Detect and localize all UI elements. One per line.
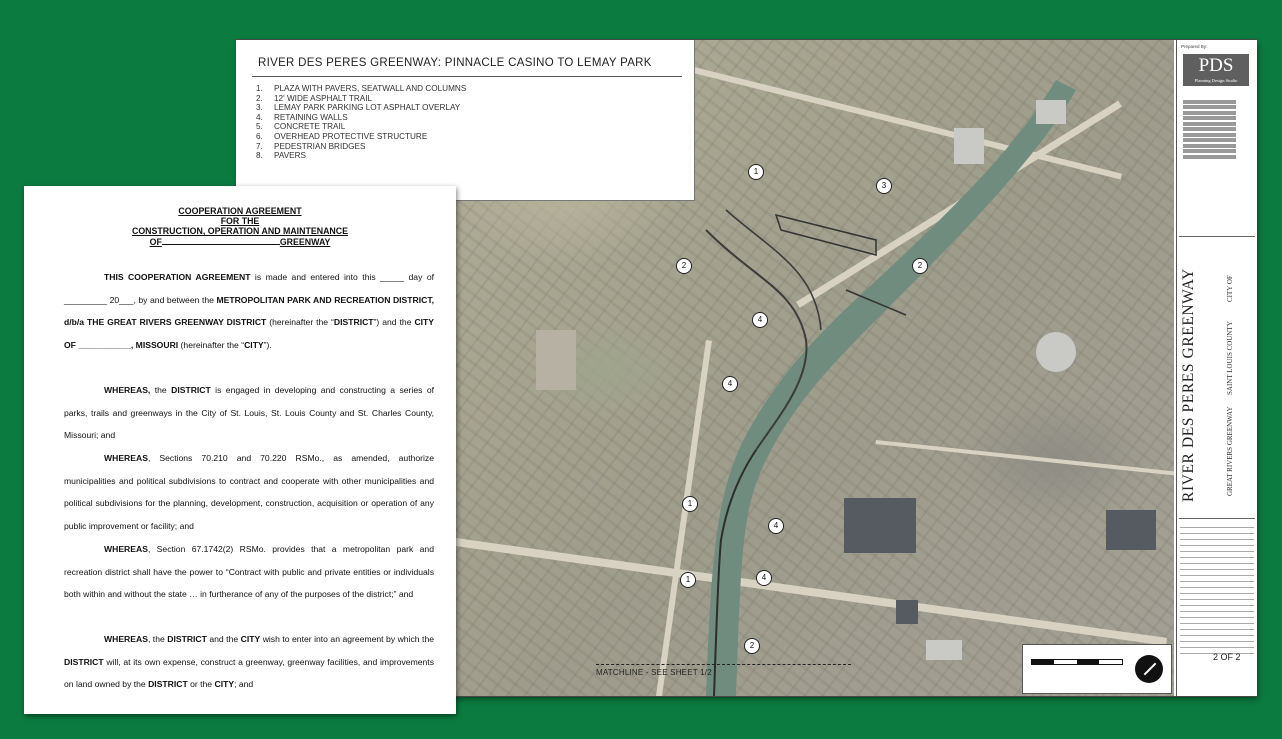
legend-item: 2.12' WIDE ASPHALT TRAIL xyxy=(256,93,373,103)
legend-item: 7.PEDESTRIAN BRIDGES xyxy=(256,141,366,151)
legend-divider xyxy=(252,76,682,77)
agreement-heading-line3: CONSTRUCTION, OPERATION AND MAINTENANCE xyxy=(131,226,348,236)
building xyxy=(536,330,576,390)
callout-marker: 4 xyxy=(722,376,738,392)
callout-marker: 1 xyxy=(680,572,696,588)
agreement-paragraph: WHEREAS, Section 67.1742(2) RSMo. provid… xyxy=(64,544,434,600)
north-arrow-icon xyxy=(1135,655,1163,683)
callout-marker: 4 xyxy=(756,570,772,586)
sheet-number: 2 OF 2 xyxy=(1213,652,1241,662)
agreement-paragraph: WHEREAS, the DISTRICT is engaged in deve… xyxy=(64,385,434,441)
legend-item: 4.RETAINING WALLS xyxy=(256,112,348,122)
greenway-plan-sheet: 1 3 2 2 4 4 1 4 1 4 2 MATCHLINE - SEE SH… xyxy=(236,40,1257,696)
callout-marker: 2 xyxy=(912,258,928,274)
legend-list: 1.PLAZA WITH PAVERS, SEATWALL AND COLUMN… xyxy=(256,84,466,161)
agreement-paragraph: WHEREAS, the DISTRICT and the CITY wish … xyxy=(64,634,435,690)
building xyxy=(1036,100,1066,124)
firm-address-lines xyxy=(1183,98,1249,160)
legend-item: 1.PLAZA WITH PAVERS, SEATWALL AND COLUMN… xyxy=(256,84,467,93)
legend-item: 3.LEMAY PARK PARKING LOT ASPHALT OVERLAY xyxy=(256,103,461,113)
agreement-heading-line2: FOR THE xyxy=(220,216,260,226)
matchline-label: MATCHLINE - SEE SHEET 1/2 xyxy=(596,668,712,677)
project-title: RIVER DES PERES GREENWAY xyxy=(1180,268,1197,502)
revision-rows xyxy=(1180,522,1254,654)
callout-marker: 1 xyxy=(748,164,764,180)
owner-line: CITY OF xyxy=(1226,275,1234,302)
legend-item: 6.OVERHEAD PROTECTIVE STRUCTURE xyxy=(256,131,428,141)
callout-marker: 1 xyxy=(682,496,698,512)
building xyxy=(926,640,962,660)
building xyxy=(844,498,916,553)
title-block-divider xyxy=(1179,518,1255,519)
county-line: SAINT LOUIS COUNTY xyxy=(1226,321,1234,395)
agreement-paragraph: THIS COOPERATION AGREEMENT is made and e… xyxy=(64,272,435,350)
title-block: Prepared By: PDS Planning Design Studio … xyxy=(1176,40,1257,696)
scale-and-north-box xyxy=(1022,644,1172,694)
district-line: GREAT RIVERS GREENWAY xyxy=(1226,406,1234,496)
plan-legend: RIVER DES PERES GREENWAY: PINNACLE CASIN… xyxy=(236,40,695,201)
title-block-divider xyxy=(1179,236,1255,237)
matchline-dash xyxy=(596,664,851,665)
agreement-paragraph: WHEREAS, Sections 70.210 and 70.220 RSMo… xyxy=(64,453,434,531)
scale-bar xyxy=(1031,659,1123,665)
cooperation-agreement-page: COOPERATION AGREEMENT FOR THE CONSTRUCTI… xyxy=(24,186,456,714)
prepared-by-label: Prepared By: xyxy=(1181,44,1208,49)
legend-item: 5.CONCRETE TRAIL xyxy=(256,122,346,132)
callout-marker: 3 xyxy=(876,178,892,194)
pds-logo: PDS Planning Design Studio xyxy=(1183,54,1249,86)
callout-marker: 2 xyxy=(744,638,760,654)
callout-marker: 4 xyxy=(752,312,768,328)
legend-item: 8.PAVERS xyxy=(256,151,307,161)
legend-title: RIVER DES PERES GREENWAY: PINNACLE CASIN… xyxy=(258,57,652,69)
building xyxy=(1106,510,1156,550)
callout-marker: 2 xyxy=(676,258,692,274)
callout-marker: 4 xyxy=(768,518,784,534)
river xyxy=(705,80,1076,696)
building xyxy=(954,128,984,164)
building xyxy=(896,600,918,624)
building xyxy=(1036,332,1076,372)
agreement-heading-line1: COOPERATION AGREEMENT xyxy=(178,206,302,216)
